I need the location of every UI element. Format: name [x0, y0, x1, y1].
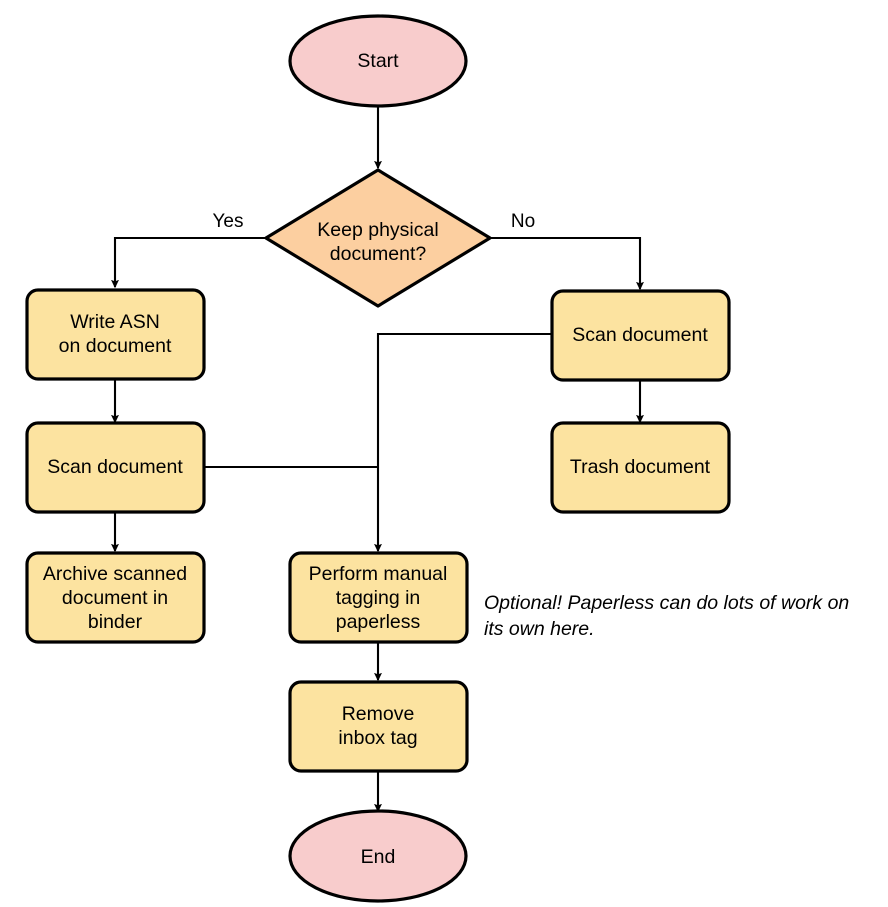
remove-inbox-tag-label-line2: inbox tag: [338, 727, 417, 749]
archive-label-line1: Archive scanned: [43, 563, 187, 585]
tagging-label-line1: Perform manual: [309, 563, 448, 585]
tagging-label-line3: paperless: [336, 611, 421, 633]
node-remove-inbox-tag[interactable]: Remove inbox tag: [288, 680, 469, 773]
edge-decision-yes-to-write-asn: [111, 236, 265, 289]
start-label: Start: [357, 50, 399, 72]
end-ellipse: [288, 809, 468, 903]
start-ellipse: [288, 14, 468, 108]
tagging-box: [288, 551, 469, 644]
archive-box: [25, 551, 206, 644]
node-write-asn[interactable]: Write ASN on document: [25, 288, 206, 381]
node-decision-keep-physical-document[interactable]: Keep physical document?: [264, 168, 492, 308]
scan-document-left-box: [25, 421, 206, 514]
node-scan-document-right[interactable]: Scan document: [550, 289, 731, 382]
write-asn-label-line1: Write ASN: [70, 311, 160, 333]
decision-label-line2: document?: [330, 243, 427, 265]
node-scan-document-left[interactable]: Scan document: [25, 421, 206, 514]
scan-document-left-label: Scan document: [47, 456, 183, 478]
decision-diamond: [264, 168, 492, 308]
node-perform-manual-tagging[interactable]: Perform manual tagging in paperless: [288, 551, 469, 644]
trash-document-box: [550, 421, 731, 514]
write-asn-box: [25, 288, 206, 381]
node-start[interactable]: Start: [288, 14, 468, 108]
scan-document-right-box: [550, 289, 731, 382]
end-label: End: [361, 846, 396, 868]
scan-document-right-label: Scan document: [572, 324, 708, 346]
decision-label-line1: Keep physical: [317, 219, 438, 241]
edge-label-no: No: [511, 211, 535, 232]
annotation-optional-note: Optional! Paperless can do lots of work …: [484, 592, 849, 640]
node-end[interactable]: End: [288, 809, 468, 903]
edge-scan-right-to-tagging: [374, 332, 551, 553]
edge-label-yes: Yes: [213, 211, 244, 232]
optional-note-line2: its own here.: [484, 618, 595, 640]
optional-note-line1: Optional! Paperless can do lots of work …: [484, 592, 849, 614]
node-archive-scanned-document[interactable]: Archive scanned document in binder: [25, 551, 206, 644]
trash-document-label: Trash document: [570, 456, 711, 478]
edge-decision-no-to-scan-right: [491, 236, 644, 291]
remove-inbox-tag-label-line1: Remove: [342, 703, 415, 725]
archive-label-line2: document in: [62, 587, 168, 609]
tagging-label-line2: tagging in: [336, 587, 421, 609]
write-asn-label-line2: on document: [59, 335, 172, 357]
archive-label-line3: binder: [88, 611, 143, 633]
remove-inbox-tag-box: [288, 680, 469, 773]
node-trash-document[interactable]: Trash document: [550, 421, 731, 514]
